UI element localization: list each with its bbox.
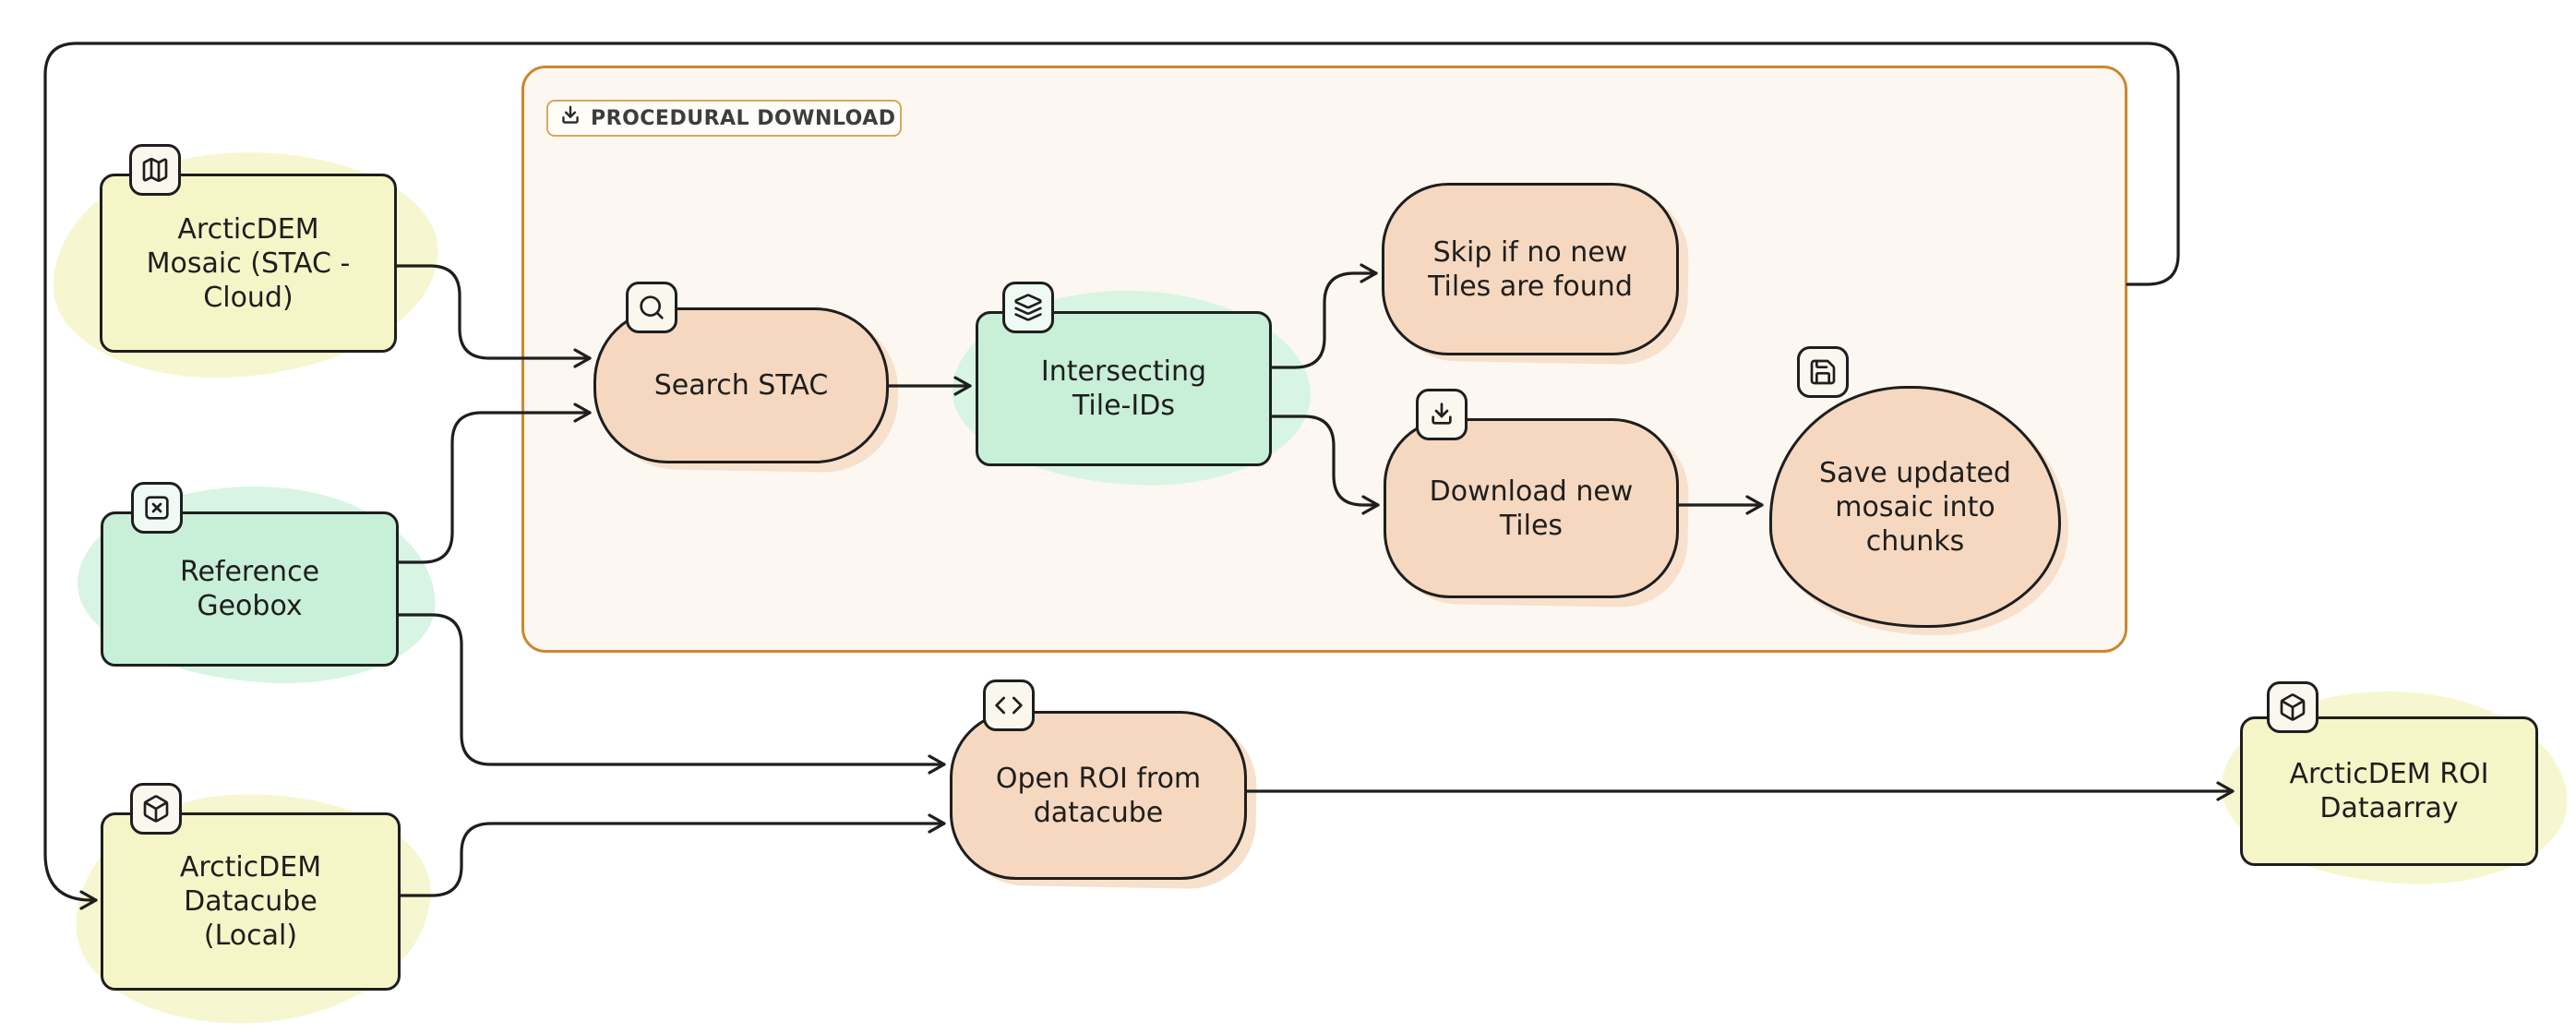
node-reference-geobox[interactable]: Reference Geobox bbox=[101, 482, 399, 667]
edge-intersecting-to-skip bbox=[1270, 263, 1378, 369]
node-label: Save updated mosaic into chunks bbox=[1819, 456, 2011, 558]
node-arcticdem-roi-dataarray[interactable]: ArcticDEM ROI Dataarray bbox=[2240, 681, 2538, 866]
node-label: Open ROI from datacube bbox=[995, 762, 1202, 829]
node-download-new-tiles[interactable]: Download new Tiles bbox=[1384, 389, 1679, 598]
node-search-stac[interactable]: Search STAC bbox=[593, 282, 889, 463]
search-icon bbox=[626, 282, 677, 333]
package-icon bbox=[130, 783, 182, 835]
node-arcticdem-mosaic[interactable]: ArcticDEM Mosaic (STAC - Cloud) bbox=[100, 144, 397, 353]
map-icon bbox=[129, 144, 181, 196]
edge-geobox-to-openroi bbox=[397, 613, 946, 775]
node-label: Download new Tiles bbox=[1429, 475, 1634, 542]
node-arcticdem-datacube[interactable]: ArcticDEM Datacube (Local) bbox=[101, 783, 401, 991]
code-icon bbox=[983, 679, 1035, 731]
box-x-icon bbox=[131, 482, 183, 534]
node-label: ArcticDEM Datacube (Local) bbox=[179, 851, 322, 952]
layers-icon bbox=[1002, 282, 1054, 333]
node-label: ArcticDEM Mosaic (STAC - Cloud) bbox=[146, 212, 351, 314]
edge-datacube-to-openroi bbox=[399, 813, 946, 897]
node-save-updated-mosaic[interactable]: Save updated mosaic into chunks bbox=[1769, 346, 2061, 628]
edge-mosaic-to-search bbox=[395, 264, 592, 368]
node-skip-if-no-new-tiles[interactable]: Skip if no new Tiles are found bbox=[1382, 183, 1679, 355]
group-label-procedural-download[interactable]: PROCEDURAL DOWNLOAD bbox=[546, 100, 902, 137]
node-intersecting-tile-ids[interactable]: Intersecting Tile-IDs bbox=[976, 282, 1272, 466]
node-label: Skip if no new Tiles are found bbox=[1428, 235, 1633, 303]
edge-geobox-to-search bbox=[397, 403, 592, 564]
package-icon bbox=[2267, 681, 2318, 733]
edge-intersecting-to-download bbox=[1270, 415, 1380, 515]
node-label: Search STAC bbox=[653, 369, 829, 402]
save-icon bbox=[1797, 346, 1849, 398]
download-icon bbox=[558, 103, 582, 133]
node-label: Reference Geobox bbox=[179, 556, 320, 622]
node-label: ArcticDEM ROI Dataarray bbox=[2289, 758, 2489, 824]
edge-group-to-datacube bbox=[43, 42, 2180, 910]
group-label-text: PROCEDURAL DOWNLOAD bbox=[591, 106, 896, 130]
node-open-roi-from-datacube[interactable]: Open ROI from datacube bbox=[950, 679, 1247, 880]
node-label: Intersecting Tile-IDs bbox=[1040, 355, 1207, 422]
download-icon bbox=[1416, 389, 1468, 440]
